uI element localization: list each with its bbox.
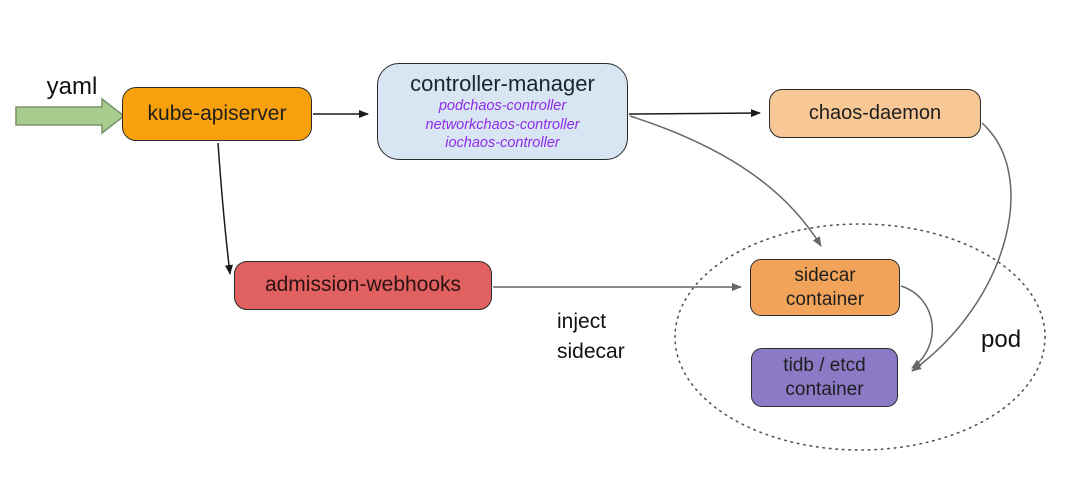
node-tidb-etcd-container: tidb / etcd container [751,348,898,407]
yaml-label: yaml [46,73,98,100]
iochaos-controller-label: iochaos-controller [445,134,560,151]
pod-label: pod [981,326,1022,353]
chaos-daemon-label: chaos-daemon [808,102,942,124]
node-admission-webhooks: admission-webhooks [234,261,492,310]
controller-manager-label: controller-manager [410,70,595,96]
edge-controller-to-daemon [628,109,761,118]
admission-webhooks-label: admission-webhooks [264,273,462,297]
kube-apiserver-label: kube-apiserver [147,101,287,125]
sidecar-container-label: sidecar container [785,264,865,310]
networkchaos-controller-label: networkchaos-controller [425,116,580,133]
podchaos-controller-label: podchaos-controller [438,98,567,115]
yaml-input-arrow [15,97,126,135]
node-sidecar-container: sidecar container [750,259,900,316]
edge-daemon-to-tidb [911,122,1012,372]
pod-boundary-ellipse [674,223,1046,451]
node-controller-manager: controller-manager podchaos-controller n… [377,63,628,160]
node-chaos-daemon: chaos-daemon [769,89,981,138]
tidb-etcd-container-label: tidb / etcd container [783,354,866,400]
edge-sidecar-to-tidb [900,285,934,369]
controller-list: podchaos-controller networkchaos-control… [426,97,580,152]
inject-sidecar-label: inject sidecar [557,310,625,364]
node-kube-apiserver: kube-apiserver [122,87,312,141]
edge-apiserver-to-webhooks [217,142,233,275]
edge-controller-to-sidecar [629,115,822,247]
